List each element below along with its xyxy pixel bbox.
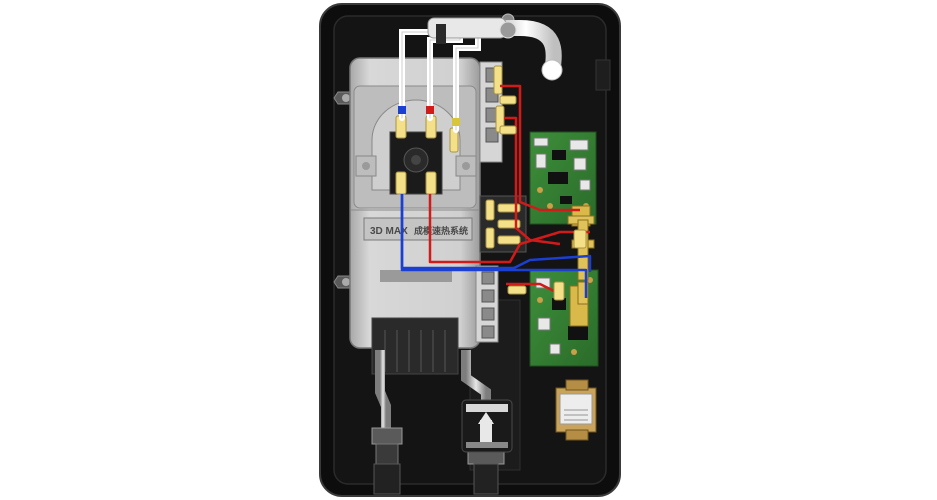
element-terminals-upper: [479, 61, 505, 163]
cable-entry: [427, 17, 563, 81]
inlet-fitting-left: [371, 427, 403, 495]
water-pipes: [371, 350, 505, 495]
power-wires: [400, 84, 592, 298]
flow-sensor: [461, 399, 513, 453]
brand-logo: [380, 270, 452, 282]
pcb-upper: [529, 131, 597, 227]
spade-terminals: [499, 95, 587, 301]
panel-text-3dmax: 3D MAX: [370, 226, 408, 237]
relay-block: [479, 195, 527, 253]
outlet-fitting-right: [467, 449, 505, 495]
thermostat-terminals: [395, 115, 459, 195]
thermostat-assembly: [355, 99, 477, 195]
panel-text-system: 成模速热系统: [414, 225, 468, 236]
transformer: [555, 379, 597, 441]
element-terminals-lower: [475, 265, 499, 343]
flow-direction-arrow-icon: [478, 412, 494, 442]
